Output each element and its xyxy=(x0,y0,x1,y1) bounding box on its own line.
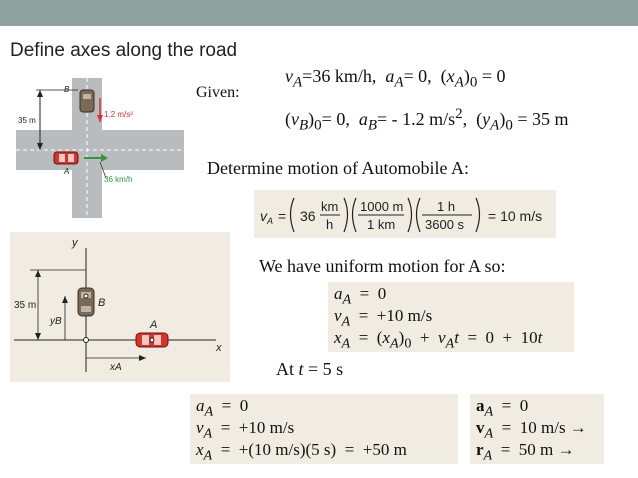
fig1-label-B: B xyxy=(64,85,70,94)
result-right-v: vA = 10 m/s → xyxy=(476,418,587,442)
motion-eq-x: xA = (xA)0 + vAt = 0 + 10t xyxy=(334,328,543,352)
coordinate-figure: y x B A 35 m yB xA xyxy=(14,237,222,373)
fig1-accel: 1.2 m/s² xyxy=(104,110,133,119)
fig2-label-B: B xyxy=(98,297,105,309)
given-label: Given: xyxy=(196,84,240,101)
given-line-2: (vB)0= 0, aB= - 1.2 m/s2, (yA)0 = 35 m xyxy=(285,106,569,134)
title-bar xyxy=(0,0,638,26)
result-left-v: vA = +10 m/s xyxy=(196,418,295,442)
fig1-speed: 36 km/h xyxy=(104,175,132,184)
fig2-axis-x: x xyxy=(215,342,222,354)
motion-eq-a: aA = 0 xyxy=(334,284,387,308)
fig2-yB: yB xyxy=(49,316,62,327)
slide-heading: Define axes along the road xyxy=(10,40,238,61)
svg-text:v: v xyxy=(260,208,268,224)
svg-text:A: A xyxy=(266,216,273,226)
at-time-text: At t = 5 s xyxy=(276,359,344,379)
factor1-bot: h xyxy=(326,217,333,232)
factor3-bot: 3600 s xyxy=(425,217,465,232)
determine-text: Determine motion of Automobile A: xyxy=(207,158,469,178)
result-left-x: xA = +(10 m/s)(5 s) = +50 m xyxy=(196,440,407,464)
motion-equations-box: aA = 0 vA = +10 m/s xA = (xA)0 + vAt = 0… xyxy=(328,282,574,352)
results-left-box: aA = 0 vA = +10 m/s xA = +(10 m/s)(5 s) … xyxy=(190,394,458,464)
uniform-motion-text: We have uniform motion for A so: xyxy=(259,256,506,276)
fig1-dist: 35 m xyxy=(18,116,36,125)
result-left-a: aA = 0 xyxy=(196,396,249,420)
result-right-r: rA = 50 m → xyxy=(476,440,575,464)
factor2-top: 1000 m xyxy=(360,199,403,214)
result-right-a: aA = 0 xyxy=(476,396,529,420)
coordinate-figure-box: y x B A 35 m yB xA xyxy=(10,232,230,382)
conversion-box: v A = 36 km h 1000 m 1 km 1 h 3600 s = 1… xyxy=(254,190,556,238)
factor2-bot: 1 km xyxy=(367,217,395,232)
given-line-1: vA=36 km/h, aA= 0, (xA)0 = 0 xyxy=(285,66,506,91)
fig2-axis-y: y xyxy=(71,237,79,249)
factor1-num: 36 xyxy=(300,208,316,224)
fig2-label-A: A xyxy=(149,319,157,331)
fig1-label-A: A xyxy=(63,167,69,176)
svg-text:=: = xyxy=(278,208,286,224)
conversion-equation: v A = 36 km h 1000 m 1 km 1 h 3600 s = 1… xyxy=(260,197,542,233)
factor3-top: 1 h xyxy=(437,199,455,214)
intersection-figure: B A 35 m 1.2 m/s² 36 km/h xyxy=(16,78,184,218)
factor1-top: km xyxy=(321,199,338,214)
motion-eq-v: vA = +10 m/s xyxy=(334,306,433,330)
fig2-xA: xA xyxy=(109,362,122,373)
results-right-box: aA = 0 vA = 10 m/s → rA = 50 m → xyxy=(470,394,604,464)
conversion-result: = 10 m/s xyxy=(488,208,542,224)
fig2-dist: 35 m xyxy=(14,300,36,311)
